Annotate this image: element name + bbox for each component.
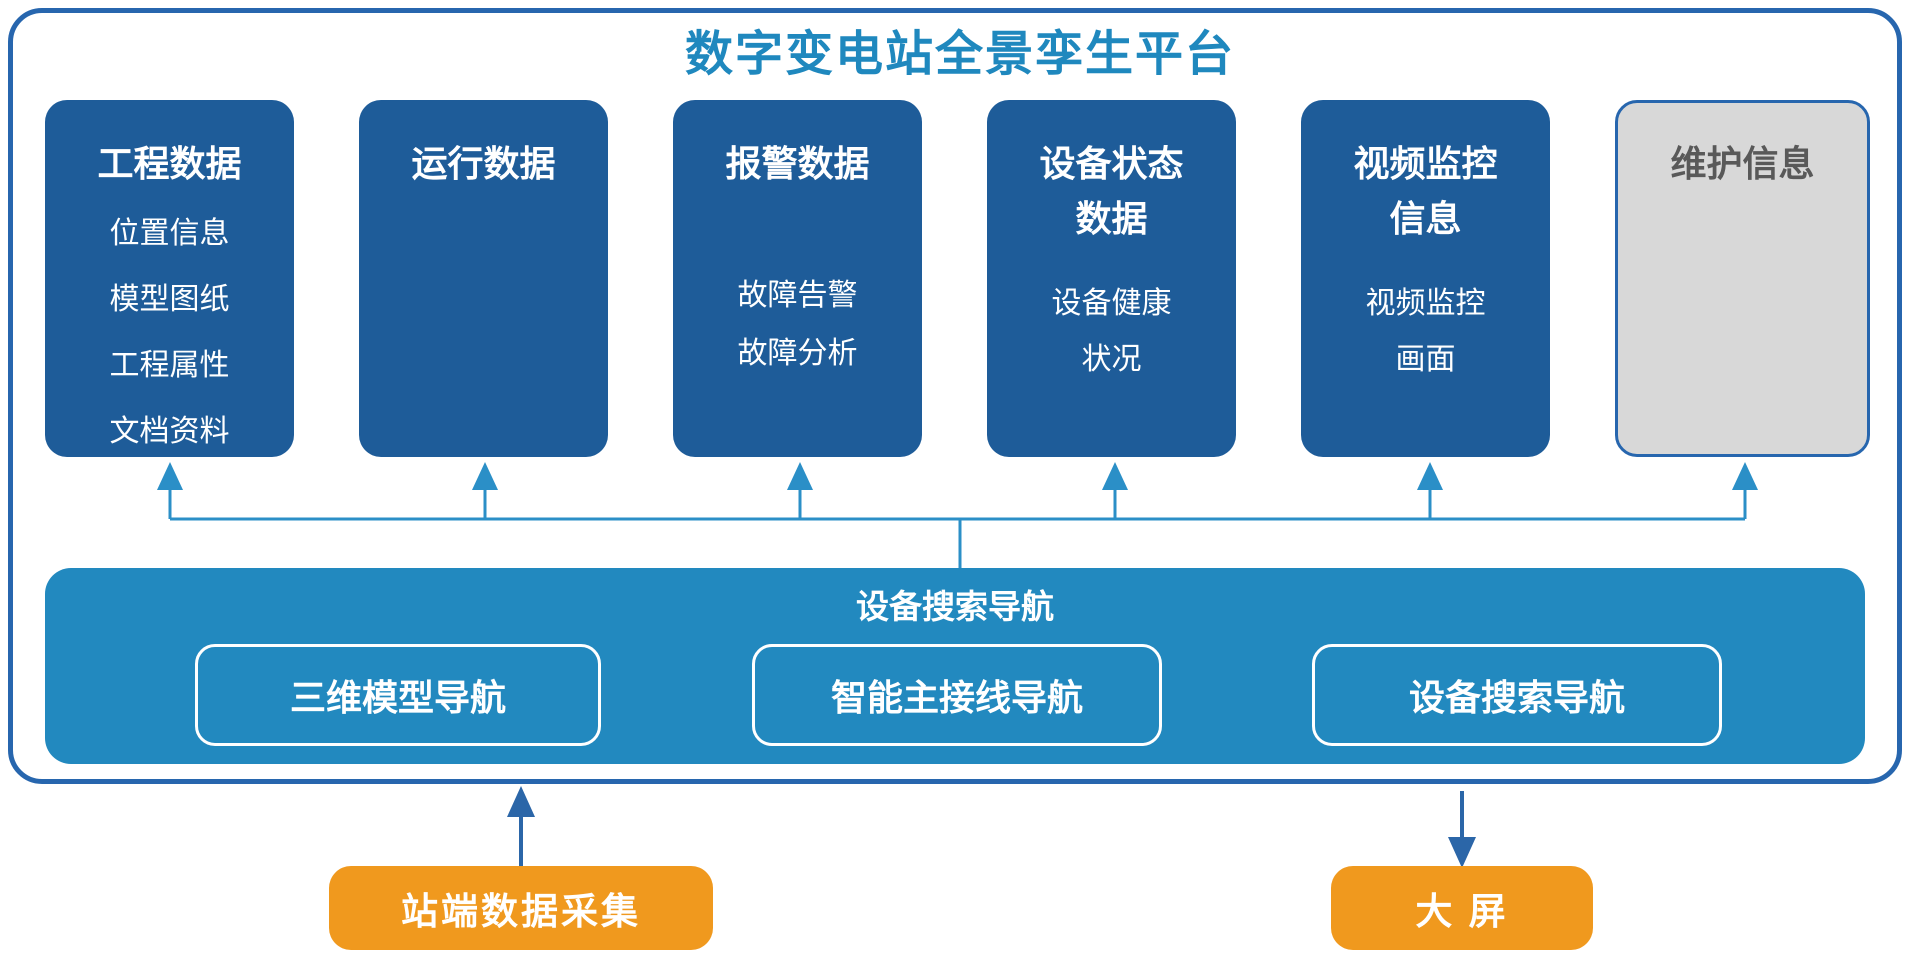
box-title: 工程数据 — [97, 143, 242, 184]
box-item: 位置信息 — [109, 217, 230, 250]
box-item: 文档资料 — [109, 415, 230, 448]
box-title: 报警数据 — [725, 143, 870, 184]
data-box-row: 工程数据 位置信息 模型图纸 工程属性 文档资料 运行数据 报警数据 故障告警 … — [45, 100, 1870, 457]
box-items: 故障告警 故障分析 — [729, 267, 867, 383]
nav-button-3d-model-nav: 三维模型导航 — [195, 644, 601, 746]
platform-container — [8, 8, 1902, 784]
big-screen-down-arrow-head — [1448, 837, 1476, 868]
box-item: 模型图纸 — [109, 283, 230, 316]
nav-bar: 设备搜索导航 三维模型导航 智能主接线导航 设备搜索导航 — [45, 568, 1865, 764]
box-items: 视频监控画面 — [1357, 276, 1495, 388]
box-item: 视频监控画面 — [1365, 287, 1486, 376]
box-item: 工程属性 — [109, 349, 230, 382]
nav-button-device-search-nav: 设备搜索导航 — [1312, 644, 1722, 746]
box-items: 位置信息 模型图纸 工程属性 文档资料 — [101, 201, 239, 465]
big-screen-box: 大 屏 — [1331, 866, 1593, 950]
box-items: 设备健康状况 — [1043, 276, 1181, 388]
data-box-alarm: 报警数据 故障告警 故障分析 — [673, 100, 922, 457]
data-box-engineering: 工程数据 位置信息 模型图纸 工程属性 文档资料 — [45, 100, 294, 457]
box-item: 设备健康状况 — [1051, 287, 1172, 376]
box-title: 维护信息 — [1670, 143, 1815, 184]
station-up-arrow-head — [507, 786, 535, 817]
box-title: 运行数据 — [411, 143, 556, 184]
box-title: 设备状态数据 — [1039, 143, 1184, 239]
data-box-operation: 运行数据 — [359, 100, 608, 457]
box-title: 视频监控信息 — [1353, 143, 1498, 239]
page-title: 数字变电站全景孪生平台 — [684, 28, 1235, 81]
nav-bar-title: 设备搜索导航 — [856, 588, 1054, 625]
data-box-device-status: 设备状态数据 设备健康状况 — [987, 100, 1236, 457]
box-item: 故障分析 — [737, 337, 858, 370]
nav-button-main-wiring-nav: 智能主接线导航 — [752, 644, 1162, 746]
station-data-collection-box: 站端数据采集 — [329, 866, 713, 950]
data-box-maintenance: 维护信息 — [1615, 100, 1870, 457]
data-box-video-surveillance: 视频监控信息 视频监控画面 — [1301, 100, 1550, 457]
box-item: 故障告警 — [737, 279, 858, 312]
